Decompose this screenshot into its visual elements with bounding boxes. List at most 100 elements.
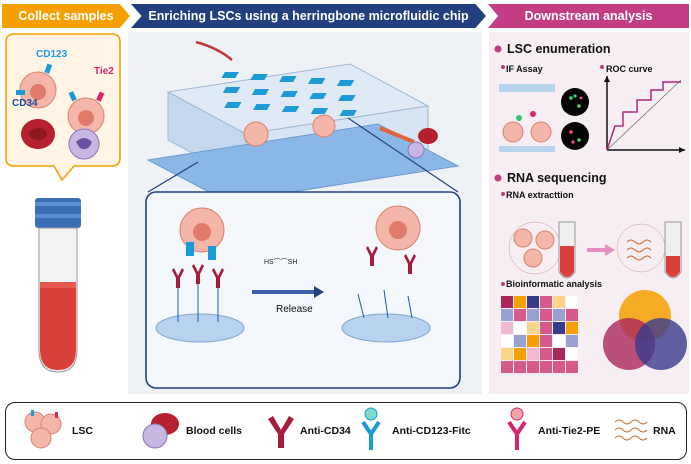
heatmap-cell bbox=[566, 335, 578, 347]
heatmap-cell bbox=[553, 361, 565, 373]
header-downstream: Downstream analysis bbox=[488, 4, 689, 28]
if-assay-cells bbox=[499, 84, 555, 152]
heatmap-cell bbox=[566, 322, 578, 334]
downstream-illustration bbox=[494, 45, 687, 373]
fluorescence-image-red bbox=[561, 122, 589, 150]
lsc-cell bbox=[16, 63, 57, 109]
heatmap-cell bbox=[540, 335, 552, 347]
lsc-cell bbox=[67, 91, 105, 135]
heatmap-cell bbox=[566, 296, 578, 308]
rna-extraction-label: RNA extracttion bbox=[506, 190, 574, 200]
dtt-structure: HS⌒⌒SH bbox=[264, 258, 297, 266]
chip-lsc-cell bbox=[312, 114, 336, 138]
header-enriching: Enriching LSCs using a herringbone micro… bbox=[131, 4, 486, 28]
heatmap-cell bbox=[501, 361, 513, 373]
cd123-marker bbox=[186, 242, 194, 256]
bullet-icon bbox=[494, 45, 502, 53]
microfluidic-illustration: HS⌒⌒SH bbox=[145, 40, 461, 389]
lsc-enumeration-title: LSC enumeration bbox=[507, 42, 611, 56]
linkers-after bbox=[357, 289, 413, 319]
heatmap-cell bbox=[553, 348, 565, 360]
chip-lsc-cell bbox=[243, 121, 269, 147]
legend-lsc: LSC bbox=[72, 425, 93, 437]
if-assay-label: IF Assay bbox=[506, 64, 543, 74]
heatmap-cell bbox=[553, 335, 565, 347]
roc-plot bbox=[604, 76, 685, 153]
heatmap-cell bbox=[553, 322, 565, 334]
legend-icons bbox=[24, 407, 648, 450]
lsc-legend-icon bbox=[24, 410, 62, 449]
header-enrich-label: Enriching LSCs using a herringbone micro… bbox=[148, 9, 469, 23]
heatmap-cell bbox=[553, 309, 565, 321]
heatmap-cell bbox=[540, 309, 552, 321]
cd123-label: CD123 bbox=[36, 49, 68, 60]
heatmap bbox=[501, 296, 578, 373]
zoom-line-left bbox=[147, 161, 199, 193]
legend-anti-cd123: Anti-CD123-Fitc bbox=[392, 425, 471, 437]
heatmap-cell bbox=[527, 296, 539, 308]
heatmap-cell bbox=[527, 309, 539, 321]
header-downstream-label: Downstream analysis bbox=[524, 9, 653, 23]
inlet-tube bbox=[195, 40, 233, 61]
bullet-icon bbox=[501, 192, 505, 196]
blood-tube bbox=[35, 198, 81, 373]
heatmap-cell bbox=[501, 296, 513, 308]
heatmap-cell bbox=[540, 348, 552, 360]
legend-anti-cd34: Anti-CD34 bbox=[300, 425, 351, 437]
anti-cd123-legend-icon bbox=[361, 407, 381, 450]
heatmap-cell bbox=[501, 348, 513, 360]
heatmap-cell bbox=[540, 296, 552, 308]
heatmap-cell bbox=[514, 348, 526, 360]
rna-sequencing-title: RNA sequencing bbox=[507, 171, 607, 185]
heatmap-cell bbox=[514, 309, 526, 321]
venn-diagram bbox=[603, 290, 687, 370]
output-white-cell bbox=[407, 141, 425, 159]
zoom-line-right bbox=[347, 117, 459, 193]
legend-box bbox=[5, 402, 687, 460]
capture-surface-before bbox=[155, 313, 245, 343]
bullet-icon bbox=[501, 65, 505, 69]
tie2-label: Tie2 bbox=[94, 66, 114, 77]
fluorescence-image-green bbox=[561, 88, 589, 116]
anti-tie2-legend-icon bbox=[507, 407, 527, 450]
legend-anti-tie2: Anti-Tie2-PE bbox=[538, 425, 601, 437]
heatmap-cell bbox=[501, 322, 513, 334]
header-collect-samples: Collect samples bbox=[2, 4, 130, 28]
heatmap-cell bbox=[501, 335, 513, 347]
bullet-icon bbox=[494, 174, 502, 182]
herringbone-ridges bbox=[221, 72, 357, 116]
heatmap-cell bbox=[514, 322, 526, 334]
heatmap-cell bbox=[566, 309, 578, 321]
heatmap-cell bbox=[527, 348, 539, 360]
legend-rna: RNA bbox=[653, 425, 676, 437]
release-label: Release bbox=[276, 304, 313, 315]
output-red-cell bbox=[418, 128, 438, 144]
cd34-label: CD34 bbox=[12, 98, 38, 109]
heatmap-cell bbox=[514, 361, 526, 373]
heatmap-cell bbox=[540, 322, 552, 334]
heatmap-cell bbox=[527, 335, 539, 347]
header-collect-label: Collect samples bbox=[18, 9, 114, 23]
capture-surface-after bbox=[341, 313, 431, 343]
heatmap-cell bbox=[514, 296, 526, 308]
anti-cd34-legend-icon bbox=[268, 416, 294, 448]
heatmap-cell bbox=[527, 322, 539, 334]
output-arrow bbox=[379, 126, 415, 144]
blood-cells-legend-icon bbox=[142, 413, 179, 449]
bullet-icon bbox=[600, 65, 604, 69]
heatmap-cell bbox=[540, 361, 552, 373]
heatmap-cell bbox=[566, 361, 578, 373]
anti-cd34-before bbox=[172, 264, 224, 288]
heatmap-cell bbox=[514, 335, 526, 347]
anti-cd34-after bbox=[366, 246, 416, 274]
cd123-marker bbox=[208, 246, 216, 260]
heatmap-cell bbox=[553, 296, 565, 308]
heatmap-cell bbox=[527, 361, 539, 373]
rna-extraction-illustration bbox=[508, 221, 682, 279]
rna-legend-icon bbox=[614, 419, 648, 441]
microfluidic-chip bbox=[146, 63, 460, 203]
collect-samples-illustration bbox=[5, 33, 121, 373]
bullet-icon bbox=[501, 282, 505, 286]
heatmap-cell bbox=[566, 348, 578, 360]
legend-blood-cells: Blood cells bbox=[186, 425, 243, 437]
